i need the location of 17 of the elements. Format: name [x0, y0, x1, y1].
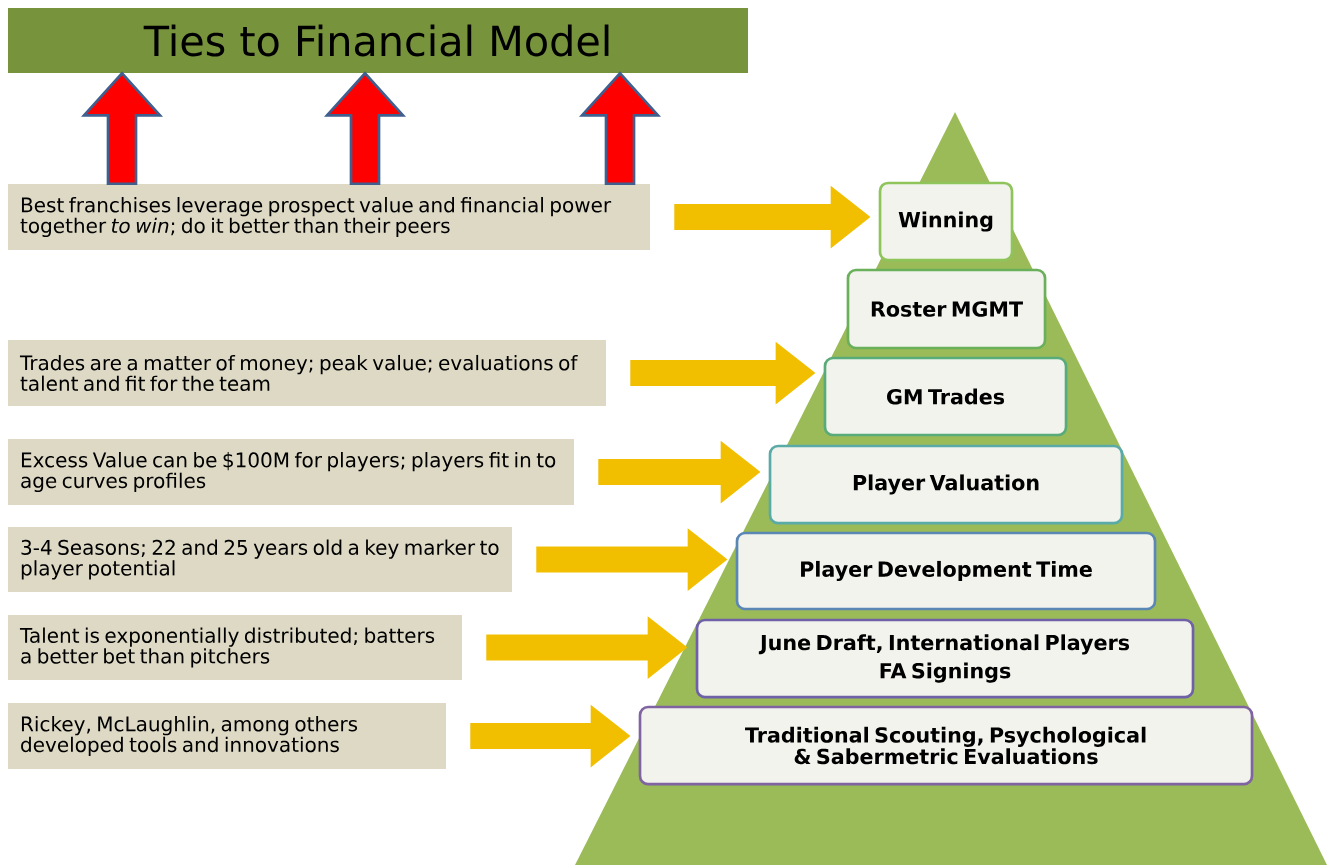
note-box: Excess Value can be $100M for players; players fit in to age curves profiles — [8, 439, 574, 505]
note-box: Best franchises leverage prospect value and financial power together to win; do it better than their peers — [8, 184, 650, 250]
tier-box: Roster MGMT — [846, 268, 1047, 350]
tier-box: Traditional Scouting, Psychological & Sabermetric Evaluations — [638, 705, 1254, 786]
note-box: 3-4 Seasons; 22 and 25 years old a key marker to player potential — [8, 527, 512, 593]
tier-box: Winning — [878, 181, 1014, 262]
block-arrow — [324, 71, 406, 186]
tier-box: GM Trades — [823, 356, 1068, 437]
block-arrow — [81, 71, 163, 186]
tier-box: Player Development Time — [735, 531, 1157, 611]
block-arrow — [579, 71, 661, 186]
tier-box: June Draft, International Players FA Signings — [695, 618, 1195, 699]
note-box: Rickey, McLaughlin, among others developed tools and innovations — [8, 703, 446, 769]
title-banner: Ties to Financial Model — [8, 7, 748, 74]
note-box: Trades are a matter of money; peak value; evaluations of talent and fit for the team — [8, 340, 606, 406]
tier-box: Player Valuation — [768, 444, 1124, 525]
note-box: Talent is exponentially distributed; batters a better bet than pitchers — [8, 615, 462, 681]
